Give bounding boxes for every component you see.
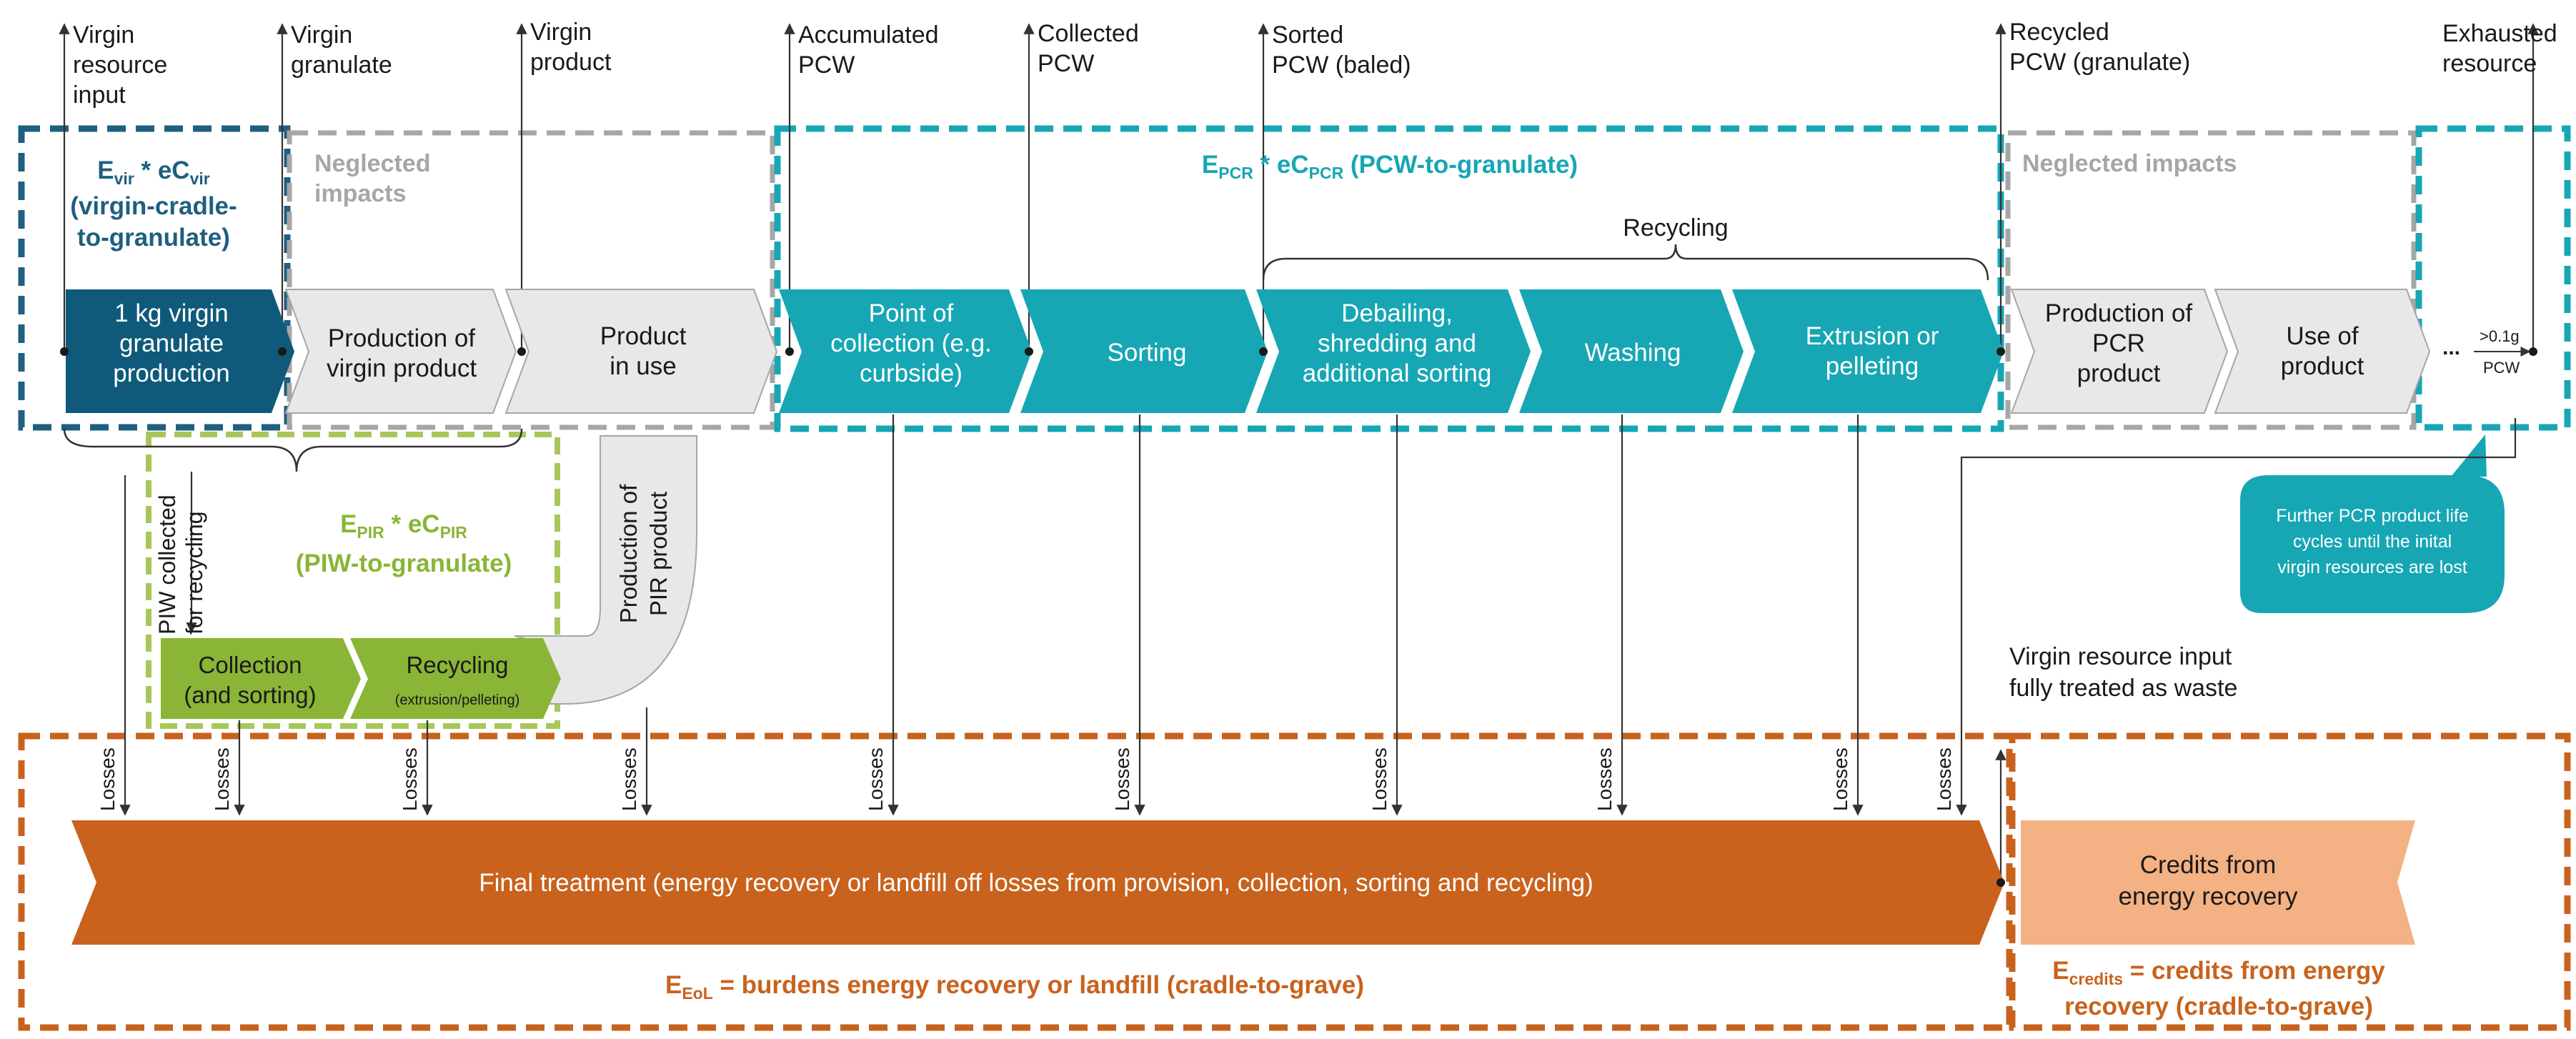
pir-recycling-label: Recycling [406,652,508,678]
process-chain [66,289,2431,414]
recycling-brace [1262,244,1989,281]
neglected-right-box [2005,130,2417,430]
pir-recycling-sublabel: (extrusion/pelleting) [395,692,520,708]
losses-label: Losses [865,747,887,811]
node-dot [517,347,526,356]
ratio-top: >0.1g [2480,327,2520,345]
continuation-dots: ... [2442,336,2460,359]
pir-box-subtitle: (PIW-to-granulate) [296,550,512,577]
pir-box [146,432,560,729]
pcr-box-title: EPCR * eCPCR (PCW-to-granulate) [1202,151,1578,182]
pir-collection-label: Collection(and sorting) [184,652,316,708]
virgin-box-title: Evir * eCvir [97,156,209,188]
credits-energy-step [2021,820,2415,945]
losses-label: Losses [211,747,233,811]
piw-collected-label: PIW collectedfor recycling [154,494,207,635]
step-washing [1519,289,1744,413]
neglected-left-box [287,130,775,430]
step-sorting [1020,289,1268,413]
step-sorting-label: Sorting [1108,339,1187,367]
node-dot [1996,878,2005,887]
recycling-brace-label: Recycling [1623,214,1728,242]
node-dot [1996,347,2005,356]
node-dot [1259,347,1268,356]
step-washing-label: Washing [1585,339,1681,367]
exhausted-box [2415,125,2571,431]
credits-box [2009,732,2571,1031]
virgin-waste-path [1956,418,2517,816]
callout-bubble [2240,457,2505,613]
losses-label: Losses [618,747,640,811]
pir-production-arrow [513,435,697,705]
losses-label: Losses [1111,747,1133,811]
node-dot [2529,347,2537,356]
step-production-pcr-product [2010,289,2229,414]
step-debailing [1256,289,1531,413]
virgin-box-subtitle: (virgin-cradle-to-granulate) [70,192,237,252]
losses-label: Losses [399,747,421,811]
step-production-virgin-product [284,289,517,414]
node-dot [278,347,287,356]
pir-collection-step [161,638,361,719]
step-use-of-product [2214,289,2431,414]
credits-box-title: Ecredits = credits from energy [2052,957,2385,988]
ratio-bottom: PCW [2483,359,2520,377]
callout-tail [2451,434,2487,477]
node-dot [60,347,69,356]
pir-box-title: EPIR * eCPIR [340,510,467,542]
step-granulate-production [66,289,294,413]
losses-label: Losses [1829,747,1851,811]
neglected-right-title: Neglected impacts [2022,150,2237,177]
credits-box-subtitle: recovery (cradle-to-grave) [2064,993,2373,1020]
step-extrusion [1732,289,2004,413]
piw-brace [63,428,523,472]
node-dot [1025,347,1033,356]
final-treatment-label: Final treatment (energy recovery or land… [479,869,1593,897]
eol-box-title: EEoL = burdens energy recovery or landfi… [665,971,1364,1003]
pir-recycling-step [350,638,561,719]
losses-label: Losses [96,747,119,811]
node-dot [785,347,794,356]
losses-label: Losses [1593,747,1616,811]
final-treatment-bar [71,820,2004,945]
step-point-of-collection [779,289,1032,413]
losses-label: Losses [1933,747,1955,811]
step-product-in-use [504,289,778,414]
losses-label: Losses [1368,747,1391,811]
